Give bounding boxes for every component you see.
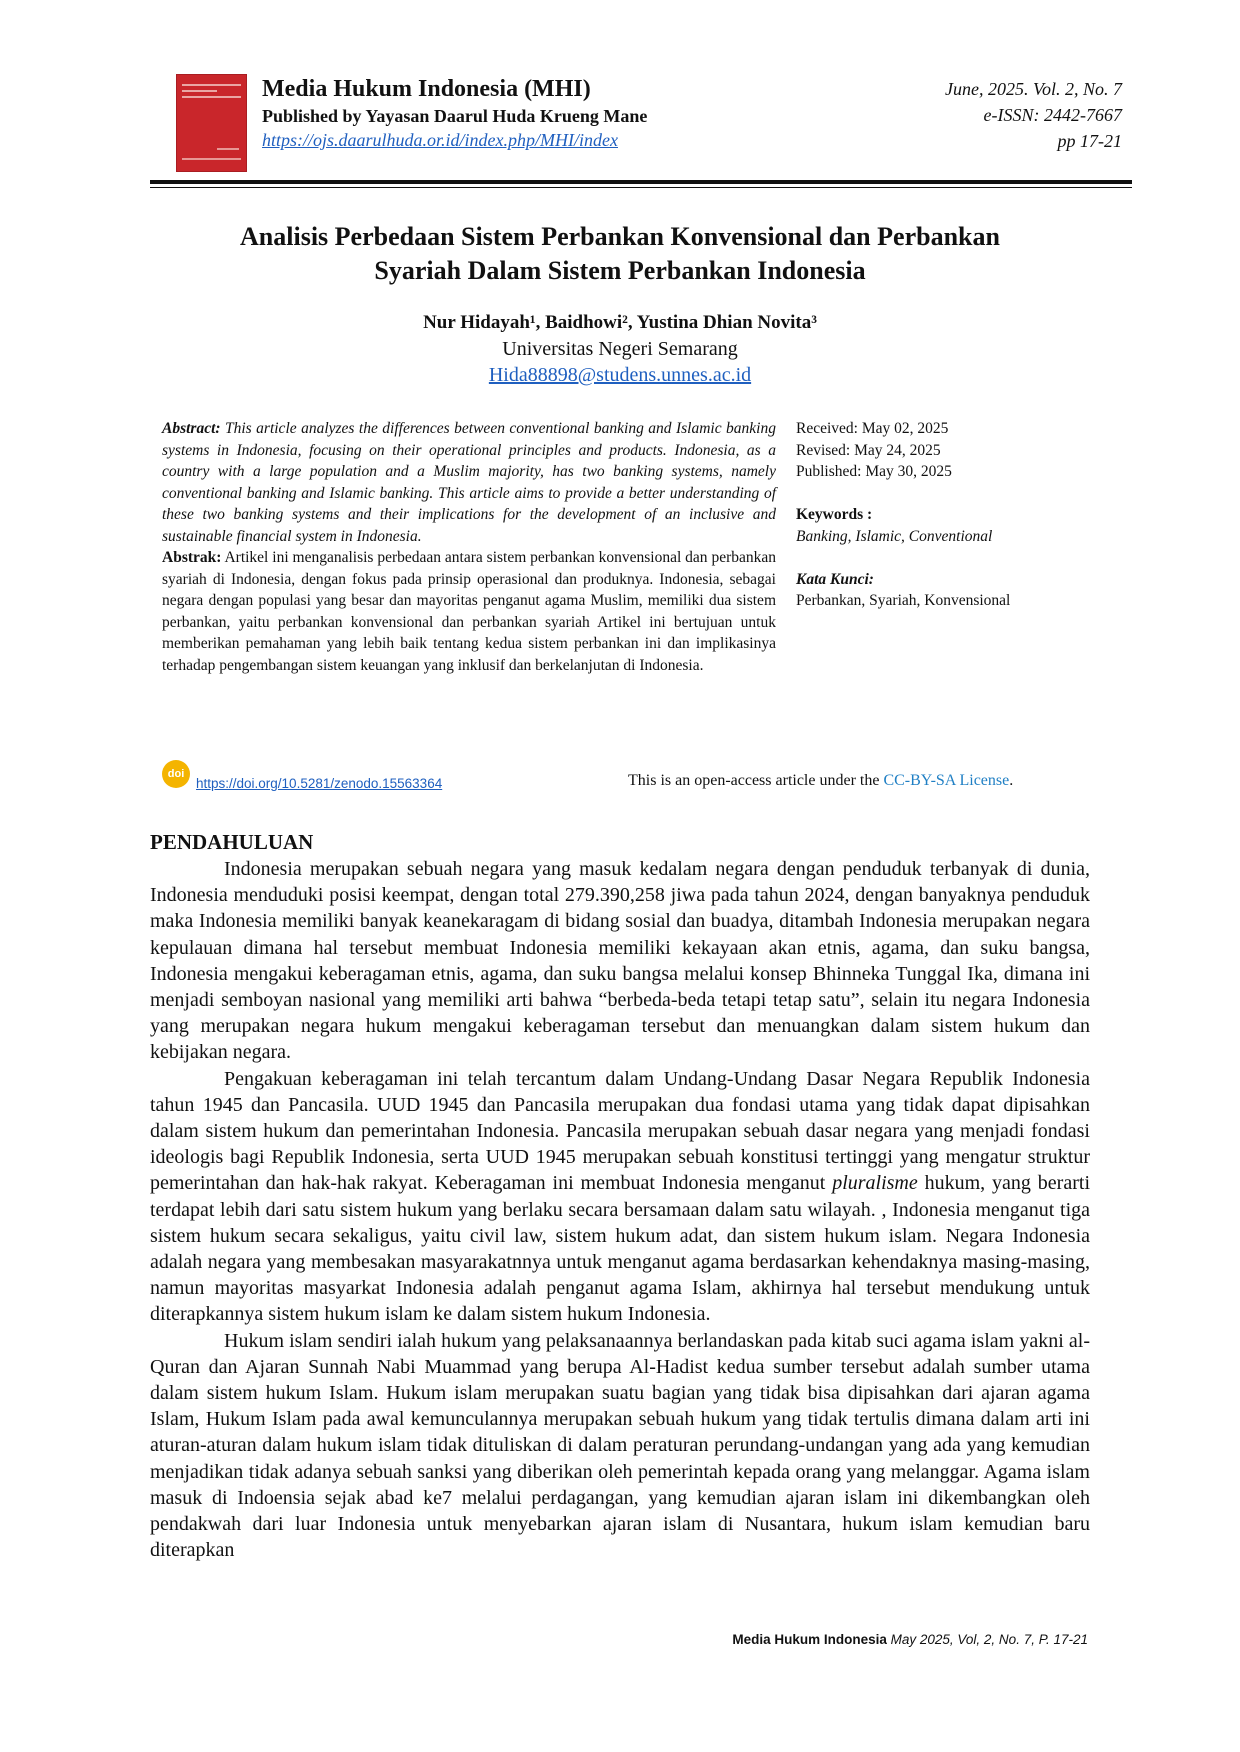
paragraph-2-emphasis: pluralisme	[832, 1172, 918, 1195]
page-range: pp 17-21	[1057, 131, 1123, 151]
keywords-label: Keywords :	[796, 506, 873, 523]
paragraph-2: Pengakuan keberagaman ini telah tercantu…	[150, 1066, 1090, 1328]
doi-icon: doi	[162, 760, 190, 788]
paragraph-2-part-a: Pengakuan keberagaman ini telah tercantu…	[150, 1067, 1090, 1195]
license-link[interactable]: CC-BY-SA License	[883, 772, 1010, 789]
kata-kunci: Perbankan, Syariah, Konvensional	[796, 592, 1011, 609]
abstract-english: Abstract: This article analyzes the diff…	[162, 418, 776, 547]
paragraph-2-part-b: hukum, yang berarti terdapat lebih dari …	[150, 1172, 1090, 1326]
issue-date: June, 2025. Vol. 2, No. 7	[945, 79, 1122, 99]
title-line-2: Syariah Dalam Sistem Perbankan Indonesia	[374, 256, 866, 285]
article-title: Analisis Perbedaan Sistem Perbankan Konv…	[140, 220, 1100, 288]
section-heading: PENDAHULUAN	[150, 830, 314, 854]
keywords-english: Banking, Islamic, Conventional	[796, 527, 993, 545]
abstrak-text: Artikel ini menganalisis perbedaan antar…	[162, 549, 776, 674]
authors: Nur Hidayah¹, Baidhowi², Yustina Dhian N…	[423, 312, 817, 333]
journal-publisher: Published by Yayasan Daarul Huda Krueng …	[262, 106, 648, 126]
footer-issue-info: May 2025, Vol, 2, No. 7, P. 17-21	[886, 1632, 1088, 1647]
journal-cover-thumbnail	[176, 74, 247, 172]
received-date: Received: May 02, 2025	[796, 420, 949, 437]
published-date: Published: May 30, 2025	[796, 463, 952, 480]
header-rule-thick	[150, 180, 1132, 184]
open-access-notice: This is an open-access article under the…	[628, 772, 1013, 790]
revised-date: Revised: May 24, 2025	[796, 441, 941, 459]
open-access-suffix: .	[1009, 772, 1014, 789]
affiliation: Universitas Negeri Semarang	[502, 338, 738, 360]
article-info-column: Received: May 02, 2025 Revised: May 24, …	[796, 418, 1096, 612]
issn: e-ISSN: 2442-7667	[983, 105, 1122, 125]
open-access-prefix: This is an open-access article under the	[628, 772, 884, 789]
author-email-link[interactable]: Hida88898@studens.unnes.ac.id	[488, 364, 752, 386]
doi-link[interactable]: https://doi.org/10.5281/zenodo.15563364	[196, 776, 443, 791]
journal-name: Media Hukum Indonesia (MHI)	[262, 76, 591, 102]
paragraph-1: Indonesia merupakan sebuah negara yang m…	[150, 858, 1090, 1064]
issue-info: June, 2025. Vol. 2, No. 7 e-ISSN: 2442-7…	[945, 76, 1122, 154]
header-rule-thin	[150, 187, 1132, 188]
abstract-label: Abstract:	[162, 420, 221, 437]
abstract-text: This article analyzes the differences be…	[162, 420, 776, 545]
title-line-1: Analisis Perbedaan Sistem Perbankan Konv…	[240, 222, 1000, 251]
abstrak-label: Abstrak:	[162, 549, 222, 566]
page-footer: Media Hukum Indonesia May 2025, Vol, 2, …	[732, 1632, 1088, 1647]
abstract-column: Abstract: This article analyzes the diff…	[162, 418, 776, 676]
abstrak-indonesian: Abstrak: Artikel ini menganalisis perbed…	[162, 547, 776, 676]
journal-url-link[interactable]: https://ojs.daarulhuda.or.id/index.php/M…	[262, 130, 618, 150]
paragraph-3: Hukum islam sendiri ialah hukum yang pel…	[150, 1329, 1090, 1562]
footer-journal: Media Hukum Indonesia	[732, 1632, 887, 1647]
kata-kunci-label: Kata Kunci:	[796, 570, 874, 588]
body-text: Indonesia merupakan sebuah negara yang m…	[150, 856, 1090, 1563]
